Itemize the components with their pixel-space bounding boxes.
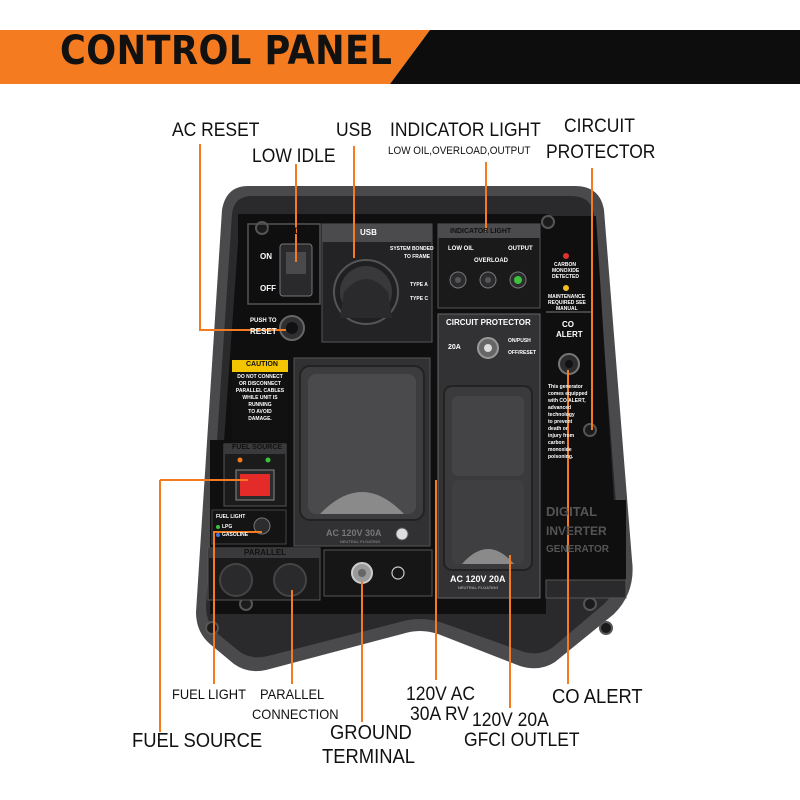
ac30-label-1: 120V AC xyxy=(406,684,475,705)
low-oil-text: LOW OIL xyxy=(448,246,474,252)
type-a-text: TYPE A xyxy=(410,282,428,288)
overload-text: OVERLOAD xyxy=(474,258,509,264)
ac30-label-2: 30A RV xyxy=(410,704,469,725)
banner-shape xyxy=(0,30,800,84)
ac20-panel-label: AC 120V 20A xyxy=(450,574,506,584)
generator-text: GENERATOR xyxy=(546,544,609,555)
circuit-protector-label-2: PROTECTOR xyxy=(546,142,656,163)
ground-terminal-label-2: TERMINAL xyxy=(322,746,416,768)
low-idle-title: LOW IDLE xyxy=(268,226,312,236)
reset-text: RESET xyxy=(250,327,277,336)
monoxide-text: MONOXIDE xyxy=(552,268,580,274)
co-alert-label: CO ALERT xyxy=(552,686,643,708)
usb-title: USB xyxy=(360,228,377,237)
required-see-text: REQUIRED SEE xyxy=(548,300,586,306)
push-to-text: PUSH TO xyxy=(250,318,277,324)
indicator-title: INDICATOR LIGHT xyxy=(450,228,512,235)
co-text: CO xyxy=(562,320,574,329)
usb-label: USB xyxy=(336,120,372,141)
fuel-light-label: FUEL LIGHT xyxy=(172,686,246,702)
header-banner: CONTROL PANEL xyxy=(0,0,800,100)
ac20-label-1: 120V 20A xyxy=(472,710,549,731)
parallel-title: PARALLEL xyxy=(244,548,287,557)
alert-text: ALERT xyxy=(556,330,583,339)
circuit-protector-label-1: CIRCUIT xyxy=(564,116,635,137)
detected-text: DETECTED xyxy=(552,274,579,280)
low-idle-label: LOW IDLE xyxy=(252,146,336,167)
amp-20-text: 20A xyxy=(448,344,461,351)
fuel-light-text: FUEL LIGHT xyxy=(216,514,246,520)
output-text: OUTPUT xyxy=(508,246,533,252)
maintenance-text: MAINTENANCE xyxy=(548,294,585,300)
to-frame-text: TO FRAME xyxy=(404,254,431,260)
ac-reset-label: AC RESET xyxy=(172,120,260,141)
manual-text: MANUAL xyxy=(556,306,578,312)
ac20-label-2: GFCI OUTLET xyxy=(464,730,580,751)
gasoline-text: GASOLINE xyxy=(222,532,249,538)
fuel-source-label: FUEL SOURCE xyxy=(132,730,263,752)
ac20-neutral-text: NEUTRAL FLOATING xyxy=(458,585,499,590)
system-bonded-text: SYSTEM BONDED xyxy=(390,246,434,252)
indicator-light-label: INDICATOR LIGHT xyxy=(390,120,541,141)
lpg-text: LPG xyxy=(222,524,233,530)
carbon-text: CARBON xyxy=(554,262,576,268)
circuit-protector-title: CIRCUIT PROTECTOR xyxy=(446,318,531,327)
parallel-connection-label-1: PARALLEL xyxy=(260,686,325,702)
off-reset-text: OFF/RESET xyxy=(508,350,537,356)
low-idle-off: OFF xyxy=(260,284,276,293)
digital-text: DIGITAL xyxy=(546,504,598,519)
fuel-source-title: FUEL SOURCE xyxy=(232,444,283,451)
type-c-text: TYPE C xyxy=(410,296,429,302)
caution-title: CAUTION xyxy=(246,361,278,368)
parallel-connection-label-2: CONNECTION xyxy=(252,706,339,722)
ac30-panel-label: AC 120V 30A xyxy=(326,528,382,538)
inverter-text: INVERTER xyxy=(546,524,607,538)
on-push-text: ON/PUSH xyxy=(508,338,531,344)
low-idle-on: ON xyxy=(260,252,272,261)
ground-terminal-label-1: GROUND xyxy=(330,722,412,744)
indicator-light-sublabel: LOW OIL,OVERLOAD,OUTPUT xyxy=(388,145,531,157)
ac30-neutral-text: NEUTRAL FLOATING xyxy=(340,539,381,544)
page-title: CONTROL PANEL xyxy=(60,28,393,74)
